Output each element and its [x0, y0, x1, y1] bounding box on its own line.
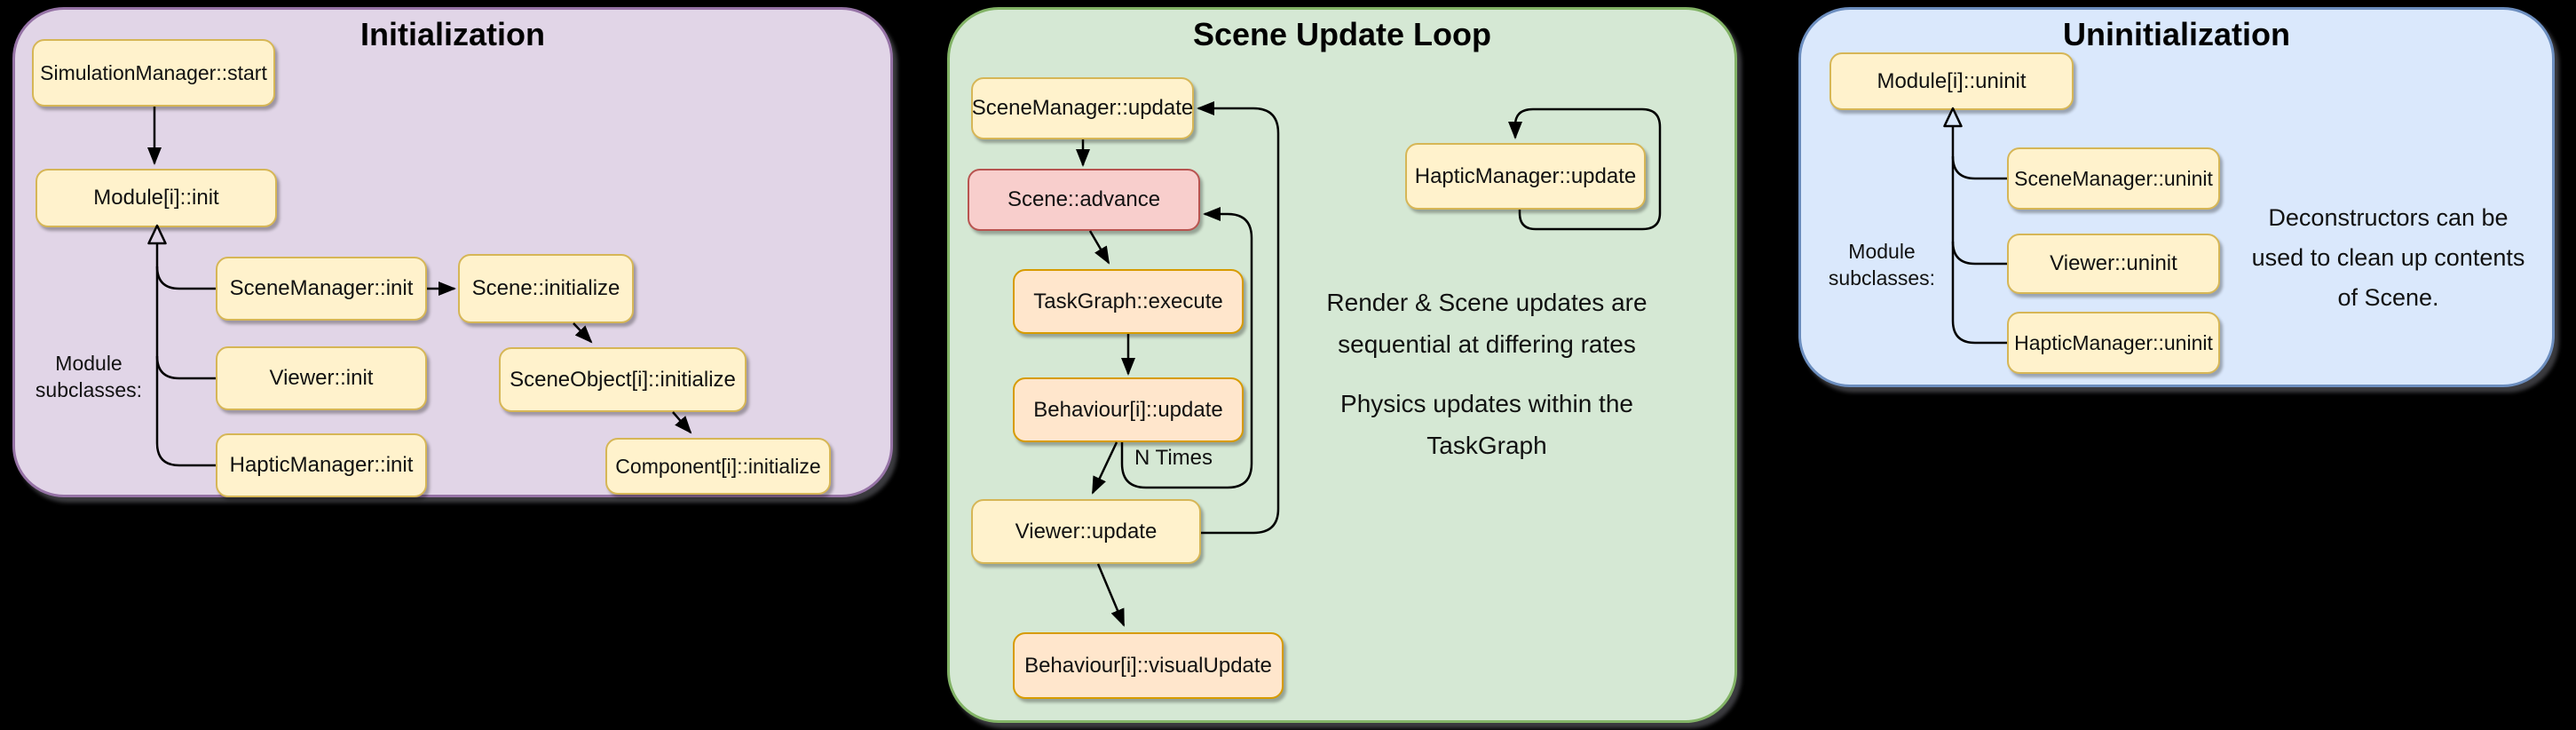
physics-note-line2: TaskGraph	[1426, 432, 1547, 459]
physics-note-line1: Physics updates within the	[1340, 390, 1633, 417]
node-scene-advance[interactable]: Scene::advance	[968, 169, 1200, 231]
node-behaviour-visualupdate[interactable]: Behaviour[i]::visualUpdate	[1013, 632, 1284, 699]
render-scene-rates-note: Render & Scene updates are sequential at…	[1278, 282, 1695, 365]
node-hapticmanager-uninit[interactable]: HapticManager::uninit	[2007, 312, 2220, 374]
deconstructors-note-line3: of Scene.	[2337, 284, 2439, 311]
module-subclasses-label-init: Module subclasses:	[16, 350, 162, 403]
module-subclasses-line2: subclasses:	[35, 378, 143, 401]
node-simulationmanager-start[interactable]: SimulationManager::start	[32, 39, 275, 107]
n-times-label: N Times	[1134, 446, 1213, 470]
scene-update-loop-title: Scene Update Loop	[1192, 16, 1492, 52]
node-scenemanager-init[interactable]: SceneManager::init	[216, 257, 427, 321]
deconstructors-note: Deconstructors can be used to clean up c…	[2217, 198, 2559, 318]
module-subclasses-line1: Module	[55, 352, 122, 375]
uninitialization-title: Uninitialization	[2063, 16, 2290, 52]
module-subclasses-label-uninit: Module subclasses:	[1809, 238, 1955, 291]
deconstructors-note-line1: Deconstructors can be	[2268, 204, 2509, 231]
node-sceneobject-initialize[interactable]: SceneObject[i]::initialize	[499, 347, 747, 412]
node-scenemanager-update[interactable]: SceneManager::update	[971, 77, 1194, 139]
node-scene-initialize[interactable]: Scene::initialize	[458, 254, 634, 323]
node-viewer-uninit[interactable]: Viewer::uninit	[2007, 234, 2220, 294]
node-behaviour-update[interactable]: Behaviour[i]::update	[1013, 377, 1244, 442]
physics-taskgraph-note: Physics updates within the TaskGraph	[1278, 383, 1695, 466]
node-viewer-update[interactable]: Viewer::update	[971, 499, 1201, 564]
module-subclasses-uninit-line2: subclasses:	[1828, 266, 1936, 290]
node-scenemanager-uninit[interactable]: SceneManager::uninit	[2007, 147, 2220, 210]
initialization-title: Initialization	[360, 16, 545, 52]
node-component-initialize[interactable]: Component[i]::initialize	[605, 438, 831, 495]
node-hapticmanager-update[interactable]: HapticManager::update	[1405, 143, 1646, 210]
deconstructors-note-line2: used to clean up contents	[2251, 244, 2525, 271]
rates-note-line1: Render & Scene updates are	[1326, 289, 1648, 316]
node-viewer-init[interactable]: Viewer::init	[216, 346, 427, 410]
rates-note-line2: sequential at differing rates	[1338, 330, 1636, 358]
node-module-uninit[interactable]: Module[i]::uninit	[1829, 52, 2074, 110]
node-taskgraph-execute[interactable]: TaskGraph::execute	[1013, 269, 1244, 334]
module-subclasses-uninit-line1: Module	[1848, 240, 1916, 263]
node-module-init[interactable]: Module[i]::init	[36, 169, 277, 227]
node-hapticmanager-init[interactable]: HapticManager::init	[216, 433, 427, 497]
